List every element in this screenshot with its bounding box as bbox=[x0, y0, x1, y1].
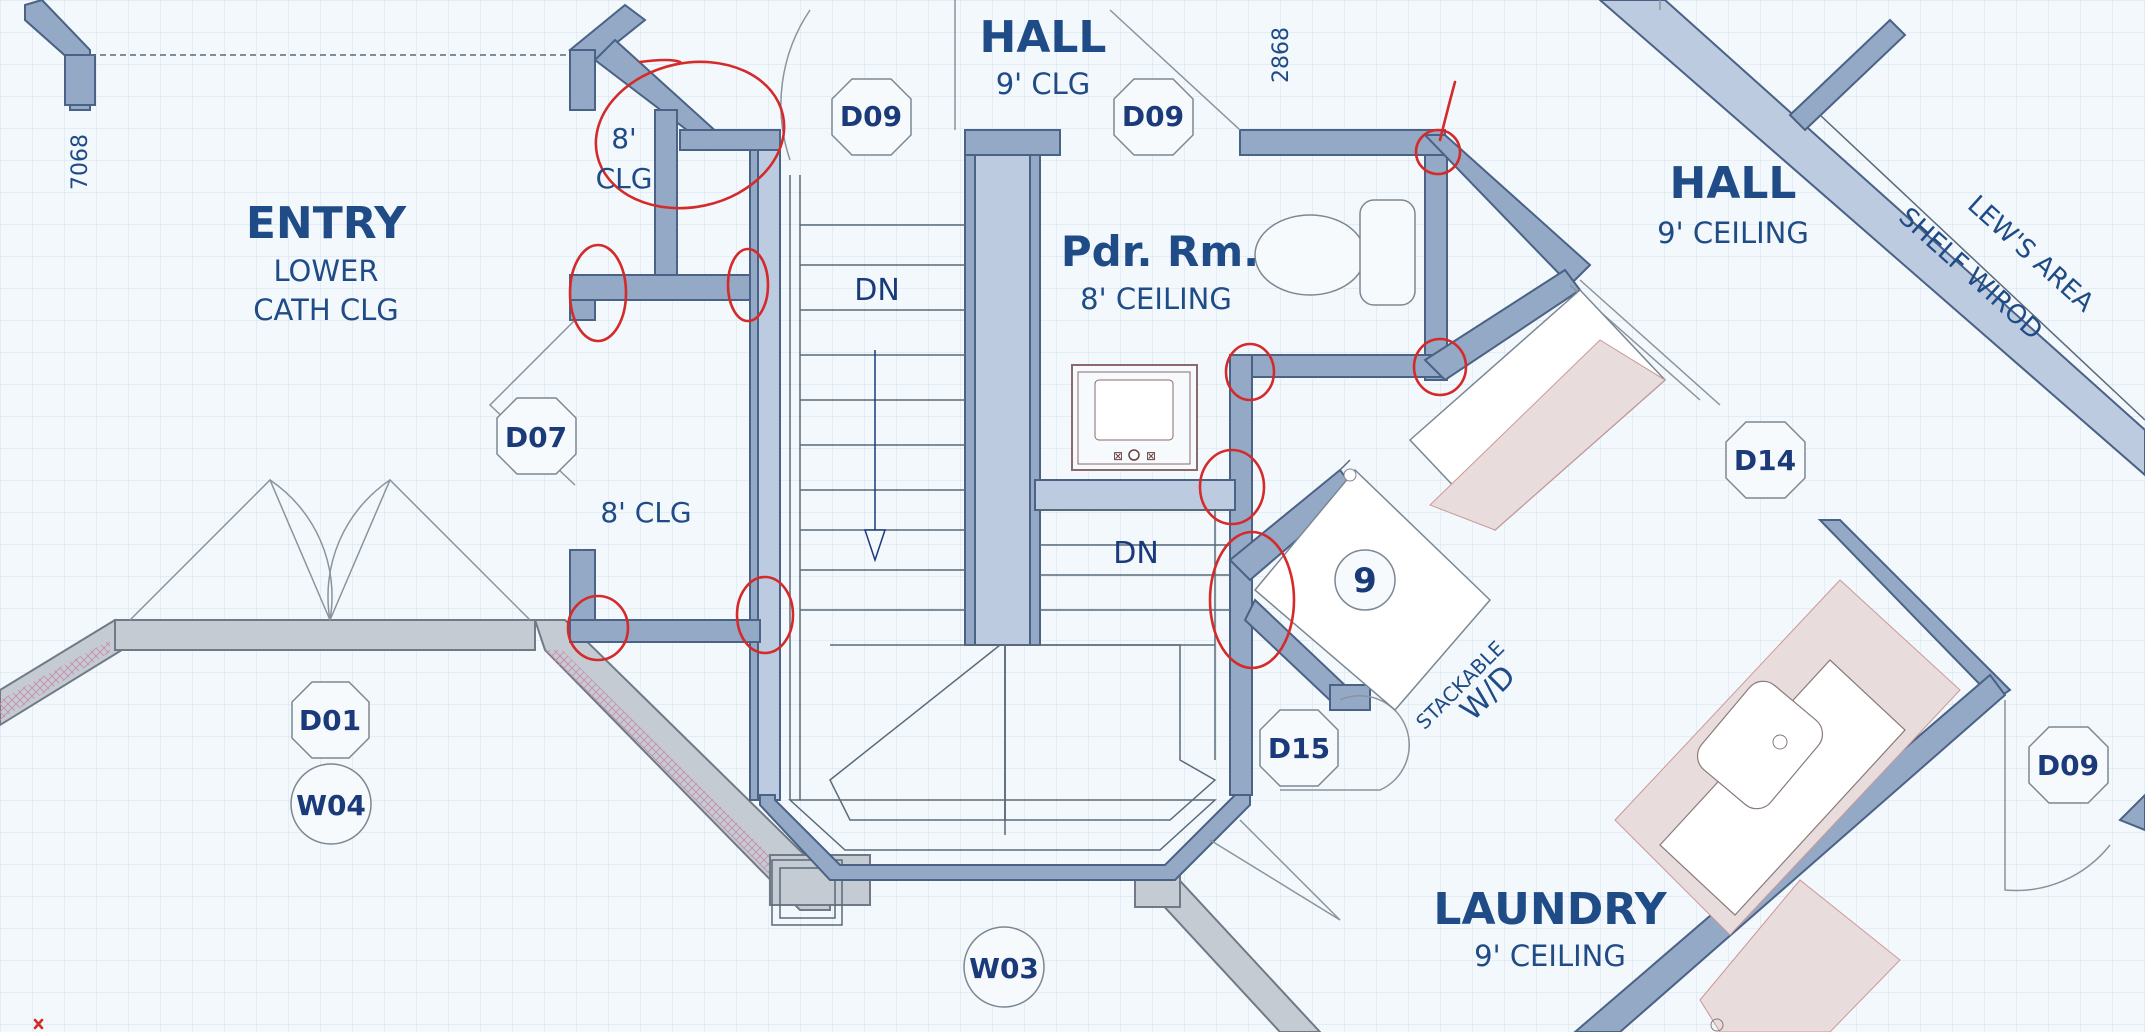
tag-w04: W04 bbox=[296, 789, 366, 822]
closet-ceiling-a: 8' bbox=[611, 122, 637, 155]
hall-top-title: HALL bbox=[980, 12, 1107, 63]
tag-d15: D15 bbox=[1268, 732, 1330, 765]
entry-title: ENTRY bbox=[246, 198, 407, 249]
laundry-title: LAUNDRY bbox=[1433, 884, 1667, 935]
door-size-2868: 2868 bbox=[1269, 27, 1294, 83]
stair-dn-label: DN bbox=[854, 273, 900, 308]
landing-dn-label: DN bbox=[1113, 536, 1159, 571]
tag-d09-a: D09 bbox=[840, 100, 902, 133]
hall-right-title: HALL bbox=[1670, 158, 1797, 209]
staircase bbox=[788, 175, 1230, 851]
entry-line2: CATH CLG bbox=[253, 293, 398, 327]
powder-sub: 8' CEILING bbox=[1080, 282, 1232, 316]
fixtures: ⊠ ⊠ bbox=[1071, 199, 1961, 1032]
hall-top-sub: 9' CLG bbox=[996, 67, 1091, 101]
tag-d09-b: D09 bbox=[1122, 100, 1184, 133]
tags: D09 D09 D09 D07 D01 W04 D14 D15 W03 9 bbox=[290, 78, 2109, 1008]
tag-w03: W03 bbox=[969, 952, 1039, 985]
redline-markups bbox=[33, 58, 1468, 1030]
entry-line1: LOWER bbox=[273, 254, 378, 288]
doors bbox=[90, 0, 2145, 921]
laundry-sub: 9' CEILING bbox=[1474, 939, 1626, 973]
door-size-7068: 7068 bbox=[68, 134, 93, 190]
tag-d01: D01 bbox=[299, 704, 361, 737]
powder-title: Pdr. Rm. bbox=[1061, 227, 1259, 276]
hall-right-sub: 9' CEILING bbox=[1657, 216, 1809, 250]
svg-text:⊠: ⊠ bbox=[1113, 449, 1123, 463]
washer-tag: 9 bbox=[1353, 561, 1377, 601]
tag-d09-c: D09 bbox=[2037, 749, 2099, 782]
tag-d14: D14 bbox=[1734, 444, 1796, 477]
toilet-icon bbox=[1254, 214, 1366, 296]
tag-d07: D07 bbox=[505, 421, 567, 454]
closet-ceiling-full: 8' CLG bbox=[600, 496, 691, 529]
exterior-walls bbox=[0, 618, 1322, 1032]
svg-text:⊠: ⊠ bbox=[1146, 449, 1156, 463]
closet-ceiling-b: CLG bbox=[596, 162, 653, 195]
